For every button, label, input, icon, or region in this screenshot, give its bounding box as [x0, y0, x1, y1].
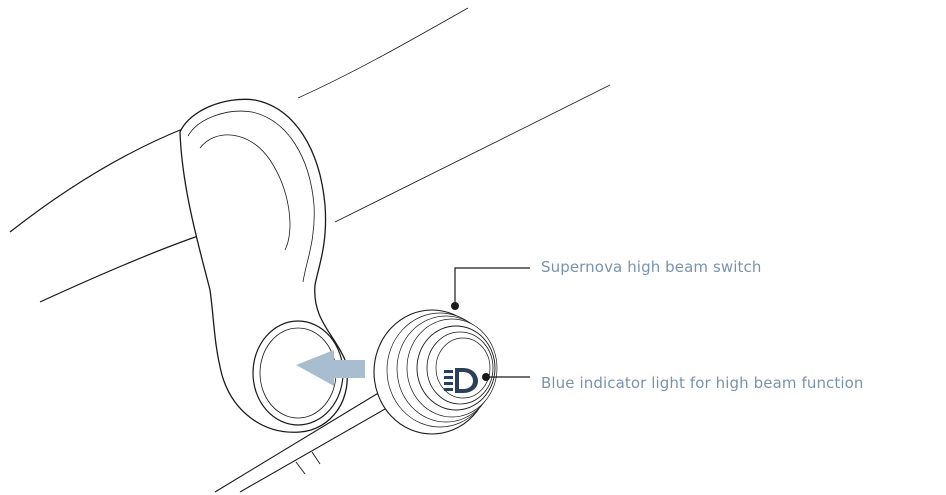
handlebar-clamp [179, 98, 348, 433]
mount-direction-arrow [296, 350, 365, 386]
high-beam-switch [373, 309, 498, 435]
callout-leaders [454, 267, 530, 378]
switch-callout-dot [451, 302, 459, 310]
switch-callout-label: Supernova high beam switch [541, 258, 762, 276]
handlebar-tube [9, 7, 611, 303]
indicator-callout-label: Blue indicator light for high beam funct… [541, 374, 864, 392]
high-beam-icon [444, 368, 478, 393]
indicator-callout-dot [482, 373, 490, 381]
